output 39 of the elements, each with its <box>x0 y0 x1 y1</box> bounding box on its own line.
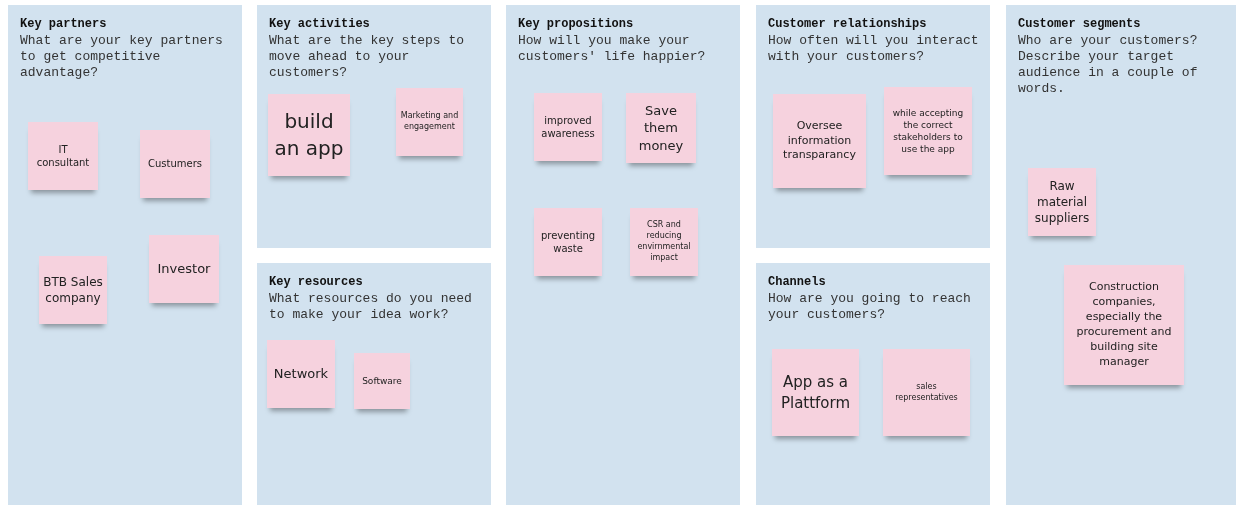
sticky-note: Investor <box>149 235 219 303</box>
sticky-note: CSR and reducing envirnmental impact <box>630 208 698 276</box>
canvas-panel <box>1006 5 1236 505</box>
canvas-panel <box>257 5 491 248</box>
sticky-note: IT consultant <box>28 122 98 190</box>
panel-question: Who are your customers? Describe your target audience in a couple of words. <box>1018 33 1199 97</box>
canvas-panel <box>756 5 990 248</box>
sticky-note: sales representatives <box>883 349 970 436</box>
sticky-note: BTB Sales company <box>39 256 107 324</box>
panel-heading: Customer segments <box>1018 17 1141 31</box>
sticky-note: App as a Plattform <box>772 349 859 436</box>
panel-heading: Key resources <box>269 275 363 289</box>
canvas-panel <box>8 5 242 505</box>
sticky-note: build an app <box>268 94 350 176</box>
sticky-note: Software <box>354 353 410 409</box>
panel-question: What are your key partners to get competitive advantage? <box>20 33 224 81</box>
panel-heading: Channels <box>768 275 826 289</box>
panel-question: How often will you interact with your customers? <box>768 33 980 65</box>
canvas-panel <box>756 263 990 505</box>
sticky-note: preventing waste <box>534 208 602 276</box>
panel-heading: Key propositions <box>518 17 634 31</box>
sticky-note: improved awareness <box>534 93 602 161</box>
sticky-note: Raw material suppliers <box>1028 168 1096 236</box>
sticky-note: Oversee information transparancy <box>773 94 866 188</box>
panel-heading: Customer relationships <box>768 17 927 31</box>
sticky-note: Save them money <box>626 93 696 163</box>
canvas-panel <box>257 263 491 505</box>
sticky-note: Marketing and engagement <box>396 88 463 156</box>
panel-heading: Key activities <box>269 17 370 31</box>
sticky-note: Network <box>267 340 335 408</box>
panel-question: How are you going to reach your customers? <box>768 291 972 323</box>
canvas-panel <box>506 5 740 505</box>
panel-question: How will you make your customers' life happier? <box>518 33 707 65</box>
sticky-note: while accepting the correct stakeholders to use the app <box>884 87 972 175</box>
panel-heading: Key partners <box>20 17 107 31</box>
panel-question: What resources do you need to make your idea work? <box>269 291 473 323</box>
panel-question: What are the key steps to move ahead to your customers? <box>269 33 466 81</box>
sticky-note: Construction companies, especially the procurement and building site manager <box>1064 265 1184 385</box>
sticky-note: Custumers <box>140 130 210 198</box>
